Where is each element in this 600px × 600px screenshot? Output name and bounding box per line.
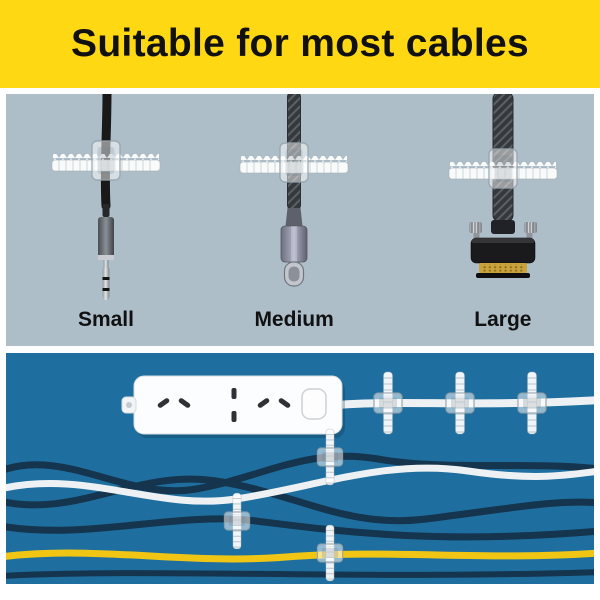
cable-management-panel <box>6 353 594 584</box>
cable-management-scene <box>6 371 594 582</box>
size-label-small: Small <box>77 308 134 331</box>
vga-cable-icon <box>448 94 558 278</box>
dark-cable-icon <box>6 569 594 579</box>
outlet-icon <box>257 398 291 408</box>
power-strip-icon <box>121 375 345 438</box>
cable-clip-icon <box>239 142 349 183</box>
power-switch-icon <box>301 388 327 420</box>
dark-cable-icon <box>6 515 594 541</box>
usb-c-cable-icon <box>239 94 349 287</box>
outlet-icon <box>157 398 191 408</box>
size-label-large: Large <box>474 308 532 331</box>
cable-clip-icon <box>373 371 403 435</box>
yellow-cable-icon <box>6 549 594 563</box>
cable-clip-icon <box>517 371 547 435</box>
power-cord-icon <box>334 396 594 409</box>
banner: Suitable for most cables <box>0 0 600 88</box>
cable-sizes-scene <box>51 94 558 300</box>
audio-jack-cable-icon <box>51 94 161 300</box>
dark-cable-icon <box>6 452 594 495</box>
white-cable-icon <box>6 464 594 505</box>
cable-clip-icon <box>445 371 475 435</box>
cable-clip-icon <box>51 140 161 181</box>
dark-cable-icon <box>6 475 594 525</box>
banner-title: Suitable for most cables <box>71 22 529 65</box>
cable-clip-icon <box>448 148 558 189</box>
cable-sizes-panel: Small Medium Large <box>6 94 594 346</box>
socket-icon <box>231 388 237 422</box>
size-label-medium: Medium <box>254 308 334 331</box>
